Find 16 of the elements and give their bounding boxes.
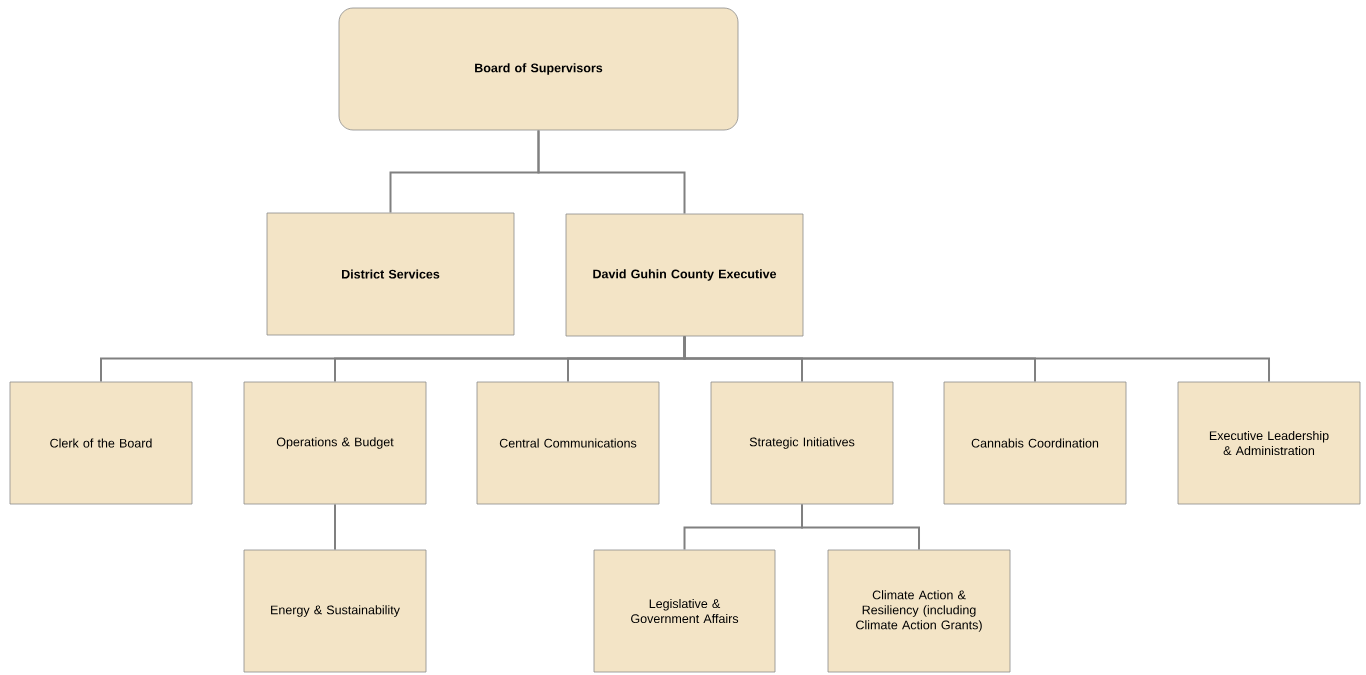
org-box: Strategic Initiatives — [710, 381, 894, 505]
org-box: Climate Action & Resiliency (including Climate Action Grants) — [827, 549, 1011, 673]
connector — [334, 503, 336, 551]
org-box: District Services — [266, 212, 515, 336]
rounded-box: Board of Supervisors — [338, 7, 739, 131]
connector — [683, 335, 1270, 383]
org-box: Operations & Budget — [243, 381, 427, 505]
org-box: David Guhin County Executive — [565, 213, 804, 337]
org-box: Central Communications — [476, 381, 660, 505]
connector — [801, 503, 920, 551]
org-box: Energy & Sustainability — [243, 549, 427, 673]
connector — [537, 129, 686, 215]
org-box: Cannabis Coordination — [943, 381, 1127, 505]
org-box: Executive Leadership & Administration — [1177, 381, 1361, 505]
org-box: Clerk of the Board — [9, 381, 193, 505]
org-box: Legislative & Government Affairs — [593, 549, 776, 673]
